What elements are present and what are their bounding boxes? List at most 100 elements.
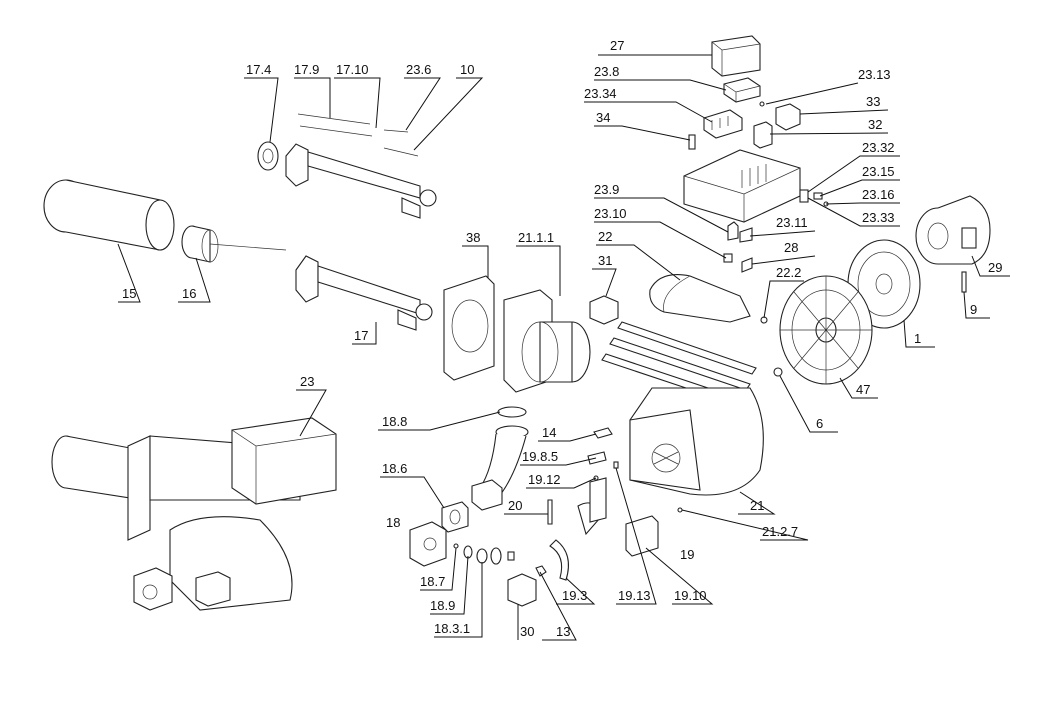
part-20 (547, 499, 553, 525)
part-30-actuator (507, 573, 537, 607)
label-19-13: 19.13 (618, 588, 651, 603)
part-15-blast-tube (43, 179, 175, 251)
part-21-housing (629, 387, 764, 496)
label-21-1-1: 21.1.1 (518, 230, 554, 245)
part-18-valve-body (409, 521, 447, 567)
label-23-15: 23.15 (862, 164, 895, 179)
label-23-16: 23.16 (862, 187, 895, 202)
part-16-ring (181, 225, 219, 263)
label-19: 19 (680, 547, 694, 562)
part-6-ring (773, 367, 783, 377)
label-19-8-5: 19.8.5 (522, 449, 558, 464)
label-23-9: 23.9 (594, 182, 619, 197)
part-14 (593, 427, 613, 439)
label-20: 20 (508, 498, 522, 513)
part-17-head-assembly (295, 255, 433, 331)
label-23-10: 23.10 (594, 206, 627, 221)
part-32-relay (753, 121, 773, 149)
label-17-9: 17.9 (294, 62, 319, 77)
part-19-3-cam (549, 539, 569, 581)
label-19-12: 19.12 (528, 472, 561, 487)
label-27: 27 (610, 38, 624, 53)
label-9: 9 (970, 302, 977, 317)
part-23-32 (799, 189, 809, 203)
label-19-10: 19.10 (674, 588, 707, 603)
label-22-2: 22.2 (776, 265, 801, 280)
part-control-box (683, 149, 801, 223)
part-9-key (961, 271, 967, 293)
part-23-6 (383, 129, 409, 133)
part-23-34-terminal (703, 109, 743, 139)
label-18-6: 18.6 (382, 461, 407, 476)
part-19-8-5 (587, 451, 607, 465)
part-head-upper (285, 143, 437, 219)
label-21-2-7: 21.2.7 (762, 524, 798, 539)
label-23-6: 23.6 (406, 62, 431, 77)
part-47-fan-wheel (779, 275, 873, 385)
part-38-gasket (443, 275, 495, 381)
label-23-11: 23.11 (776, 215, 808, 230)
label-18-7: 18.7 (420, 574, 445, 589)
label-6: 6 (816, 416, 823, 431)
part-disc (490, 547, 502, 565)
label-38: 38 (466, 230, 480, 245)
label-10: 10 (460, 62, 474, 77)
label-19-3: 19.3 (562, 588, 587, 603)
part-33-relay (775, 103, 801, 131)
part-10 (383, 147, 419, 157)
label-13: 13 (556, 624, 570, 639)
label-1: 1 (914, 331, 921, 346)
label-23-33: 23.33 (862, 210, 895, 225)
label-32: 32 (868, 117, 882, 132)
part-23-9 (727, 221, 739, 241)
label-34: 34 (596, 110, 610, 125)
label-23-8: 23.8 (594, 64, 619, 79)
part-23-11 (739, 227, 753, 243)
label-21: 21 (750, 498, 764, 513)
part-21-2-7 (677, 507, 683, 513)
part-34-pin (688, 134, 696, 150)
part-18-6-gasket (441, 501, 469, 533)
label-18-9: 18.9 (430, 598, 455, 613)
part-31 (589, 295, 619, 325)
part-elbow-pipe (471, 425, 529, 511)
label-17: 17 (354, 328, 368, 343)
label-14: 14 (542, 425, 556, 440)
label-23-13: 23.13 (858, 67, 891, 82)
label-18-3-1: 18.3.1 (434, 621, 470, 636)
label-23-34: 23.34 (584, 86, 617, 101)
part-27-cover (711, 35, 761, 77)
part-18-8-oring (497, 406, 527, 418)
part-19-plate (589, 477, 607, 523)
part-29-motor (915, 195, 991, 265)
part-23-8-terminal-block (723, 77, 761, 103)
label-16: 16 (182, 286, 196, 301)
part-17-9-rod (297, 113, 371, 125)
part-18-7 (453, 543, 459, 549)
part-23-10 (723, 253, 733, 263)
label-18: 18 (386, 515, 400, 530)
part-19-10-box (625, 515, 659, 557)
part-23-15 (813, 192, 823, 200)
part-17-4 (257, 141, 279, 171)
part-19-13 (613, 461, 619, 469)
leader-lines (117, 54, 1010, 641)
part-13 (535, 565, 547, 577)
label-28: 28 (784, 240, 798, 255)
part-18-3-1 (476, 548, 488, 564)
label-33: 33 (866, 94, 880, 109)
label-17-4: 17.4 (246, 62, 271, 77)
part-17-9-rod-b (299, 125, 373, 137)
part-28 (741, 257, 753, 273)
part-21-1-1-flange-tube (503, 289, 591, 393)
part-nut (507, 551, 515, 561)
label-31: 31 (598, 253, 612, 268)
label-15: 15 (122, 286, 136, 301)
label-17-10: 17.10 (336, 62, 369, 77)
label-23-32: 23.32 (862, 140, 895, 155)
label-47: 47 (856, 382, 870, 397)
part-23-assembled-burner (51, 417, 337, 611)
label-29: 29 (988, 260, 1002, 275)
